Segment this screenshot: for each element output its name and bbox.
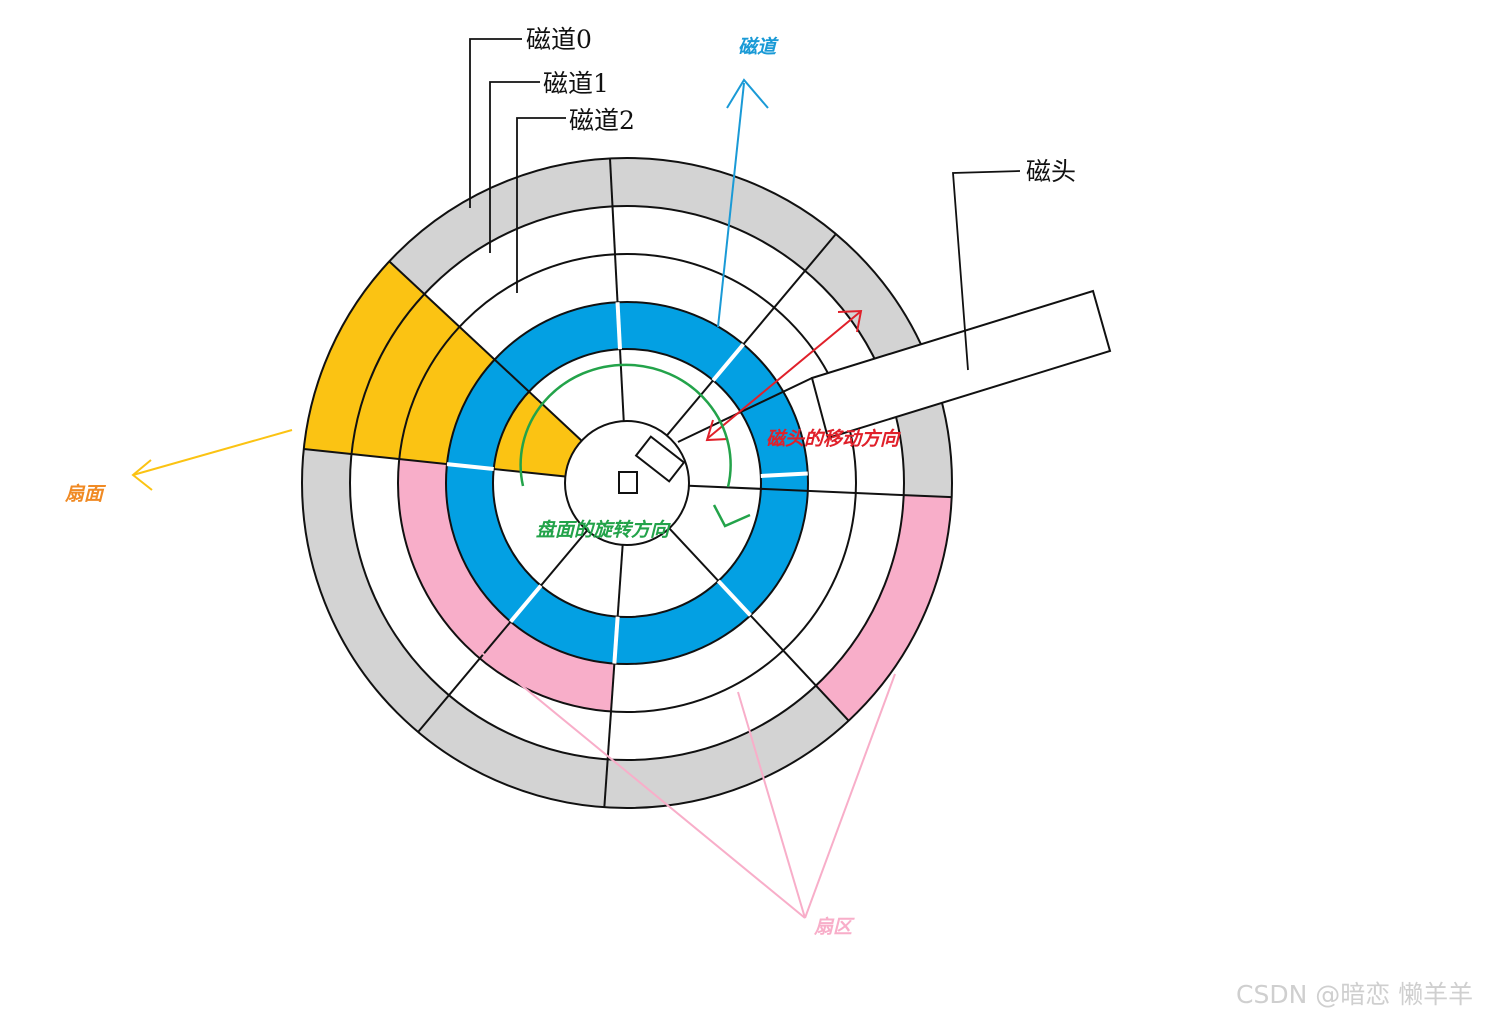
track-boundary-2 [397, 253, 857, 713]
sector-yellow-inner [493, 391, 582, 477]
head-move-arrow [707, 311, 861, 439]
track0-leader [469, 38, 522, 208]
head-arm-shaft [677, 377, 813, 443]
sector-pointer-2 [737, 691, 806, 919]
sector-pointer-1 [469, 642, 806, 919]
blue-gap-6 [711, 343, 745, 382]
sector-pink-track2a [479, 621, 615, 712]
blue-gap-0 [760, 471, 808, 478]
head-move-arrowhead-in [705, 419, 729, 442]
track-arrow-label: 磁道 [738, 36, 779, 58]
track0-label: 磁道0 [526, 25, 592, 54]
sector-divider-1 [668, 527, 850, 722]
disk-rings [301, 157, 953, 809]
track1-leader [489, 81, 540, 253]
track-boundary-3 [445, 301, 809, 665]
sector-label: 扇区 [813, 916, 855, 938]
sector-divider-7 [666, 233, 837, 437]
head-move-label: 磁头的移动方向 [766, 428, 901, 450]
rotation-label: 盘面的旋转方向 [536, 519, 671, 541]
rotation-arrowhead [712, 504, 751, 528]
head-move-arrowhead-out [837, 309, 863, 333]
sector-pink-track0 [815, 495, 952, 721]
blue-gap-1 [716, 579, 752, 617]
sector-divider-2 [603, 544, 624, 808]
hub-slot [634, 435, 686, 483]
sector-pink-track2b [398, 459, 511, 659]
head-arm [810, 289, 1112, 440]
track-boundary-1 [349, 205, 905, 761]
head-label: 磁头 [1026, 157, 1076, 186]
inner-ring [492, 348, 761, 617]
sector-yellow-track2 [399, 326, 495, 465]
sector-yellow-track0 [303, 261, 425, 455]
track-arrow-head [726, 78, 769, 109]
track2-label: 磁道2 [569, 106, 635, 135]
blue-gap-2 [612, 616, 620, 664]
watermark: CSDN @暗恋 懒羊羊 [1236, 980, 1473, 1009]
sector-divider-3 [417, 529, 588, 733]
blue-gap-4 [446, 462, 494, 471]
sector-divider-6 [608, 158, 625, 422]
hub-square [618, 471, 638, 494]
sector-divider-0 [688, 484, 952, 499]
track-boundary-0 [301, 157, 953, 809]
track-boundary-4 [492, 348, 762, 618]
sector-divider-5 [388, 260, 583, 442]
sector-dividers [303, 158, 952, 808]
sector-pointer-3 [804, 673, 896, 919]
surface-arrow [132, 429, 293, 476]
track-arrow-line [717, 82, 745, 328]
blue-gap-3 [509, 584, 543, 623]
blue-gap-5 [615, 302, 622, 350]
track1-label: 磁道1 [543, 69, 609, 98]
surface-label: 扇面 [64, 483, 107, 505]
track2-leader [516, 117, 566, 293]
head-leader [952, 170, 1021, 371]
sector-yellow-track1 [351, 294, 460, 460]
surface-arrowhead [131, 459, 153, 491]
rotation-arrow [519, 363, 732, 488]
